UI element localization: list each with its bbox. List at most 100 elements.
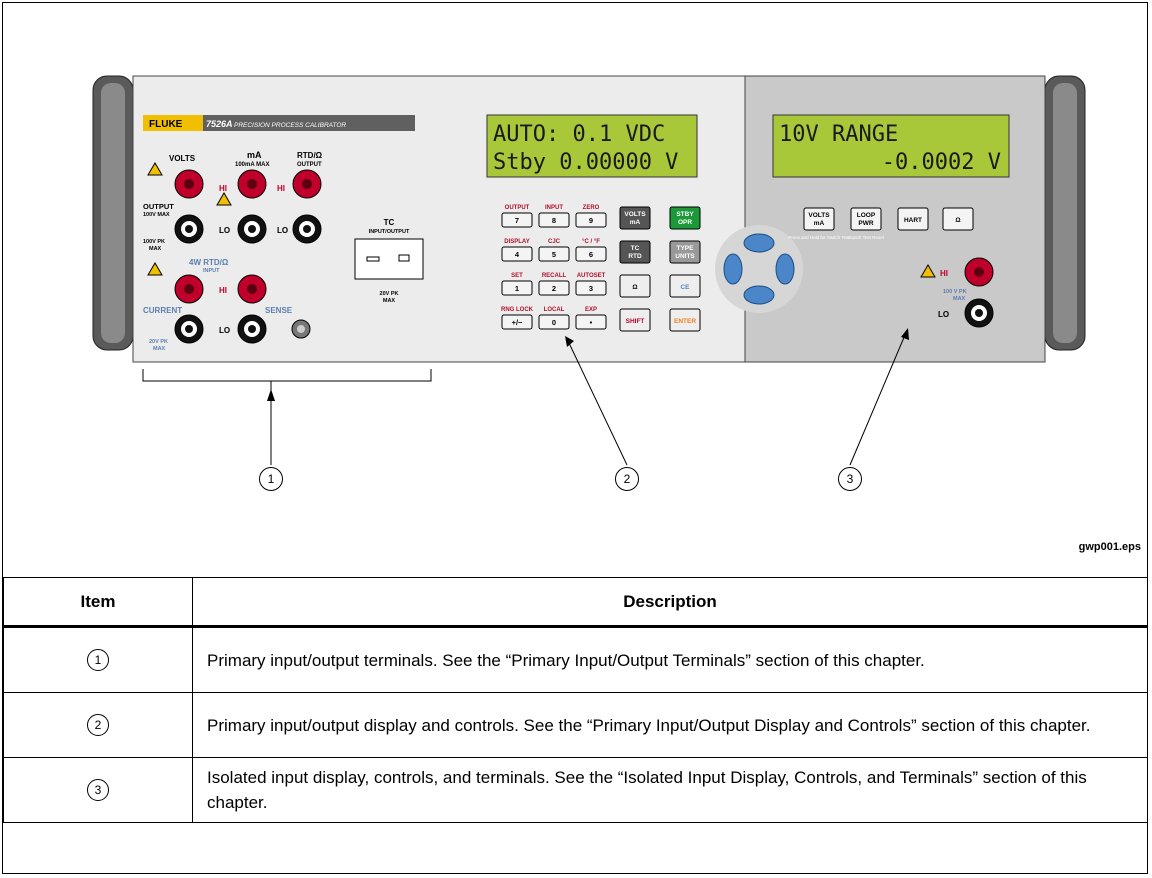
- keypad-key[interactable]: 7: [501, 212, 533, 228]
- function-key-body: [619, 206, 651, 230]
- item-description: Isolated input display, controls, and te…: [192, 757, 1148, 823]
- isolated-key-body: [897, 207, 929, 231]
- isolated-terminal-lo: [964, 298, 994, 328]
- label-hi: HI: [219, 286, 227, 295]
- table-header-row: Item Description: [3, 577, 1148, 628]
- terminal-current-hi: [174, 274, 204, 304]
- function-key[interactable]: Ω: [619, 274, 651, 298]
- label-pk-max: MAX: [149, 246, 162, 252]
- isolated-note-1: Press and Hold for Switch Test: [788, 235, 850, 240]
- table-row: 3 Isolated input display, controls, and …: [3, 757, 1148, 823]
- isolated-key-body: [803, 207, 835, 231]
- keypad-label: INPUT: [545, 205, 563, 211]
- terminal-rtd-hi: [292, 169, 322, 199]
- function-key-body: [619, 240, 651, 264]
- nav-left-icon: [723, 253, 743, 285]
- function-key[interactable]: CE: [669, 274, 701, 298]
- keypad-key[interactable]: 9: [575, 212, 607, 228]
- label-ma: mA: [247, 150, 262, 160]
- nav-up-icon: [743, 233, 775, 253]
- keypad-key[interactable]: 2: [538, 280, 570, 296]
- keypad-key-label: 8: [552, 216, 556, 225]
- tc-title: TC: [384, 218, 395, 227]
- isolated-terminal-hi: [964, 257, 994, 287]
- label-lo: LO: [219, 326, 230, 335]
- label-rtd: RTD/Ω: [297, 151, 323, 160]
- keypad-key-body: [538, 280, 570, 296]
- right-handle-grip: [1053, 83, 1077, 343]
- isolated-lo-label: LO: [938, 310, 949, 319]
- keypad-key[interactable]: 6: [575, 246, 607, 262]
- model-number: 7526A: [206, 119, 233, 129]
- terminal-ma-lo: [237, 214, 267, 244]
- label-hi: HI: [277, 184, 285, 193]
- keypad-key[interactable]: 0: [538, 314, 570, 330]
- keypad-key-label: 6: [589, 250, 593, 259]
- primary-display-line2: Stby 0.00000 V: [493, 150, 678, 175]
- keypad-key[interactable]: 1: [501, 280, 533, 296]
- terminal-sense-lo: [237, 314, 267, 344]
- terminal-ma-hi: [237, 169, 267, 199]
- warning-icon: [216, 192, 232, 206]
- function-key-label: TC: [631, 245, 640, 252]
- brand-name: FLUKE: [149, 119, 183, 130]
- isolated-key[interactable]: HART: [897, 207, 929, 231]
- primary-display: [486, 114, 698, 178]
- isolated-key-label: HART: [904, 217, 922, 224]
- function-key-label: STBY: [676, 211, 694, 218]
- isolated-pk-max: MAX: [953, 296, 966, 302]
- tc-subtitle: INPUT/OUTPUT: [369, 229, 410, 235]
- label-lo: LO: [277, 226, 288, 235]
- keypad-label: AUTOSET: [577, 273, 606, 279]
- isolated-hi-label: HI: [940, 269, 948, 278]
- isolated-pk-label: 100 V PK: [943, 289, 967, 295]
- label-20v-pk-max: MAX: [153, 346, 166, 352]
- keypad-key[interactable]: 8: [538, 212, 570, 228]
- keypad-key-label: 2: [552, 284, 556, 293]
- function-key[interactable]: SHIFT: [619, 308, 651, 332]
- label-4w-rtd-input: INPUT: [203, 268, 220, 274]
- keypad-key[interactable]: +/−: [501, 314, 533, 330]
- callout-3-leader: [849, 334, 906, 466]
- keypad-label: DISPLAY: [504, 239, 529, 245]
- primary-display-line1: AUTO: 0.1 VDC: [493, 122, 665, 147]
- item-number: 2: [87, 714, 109, 736]
- function-key-label: ENTER: [674, 318, 696, 325]
- isolated-key[interactable]: Ω: [942, 207, 974, 231]
- label-rtd-output: OUTPUT: [297, 162, 322, 168]
- function-key-label: SHIFT: [626, 318, 645, 325]
- keypad-key-label: 3: [589, 284, 593, 293]
- keypad-key[interactable]: •: [575, 314, 607, 330]
- keypad-label: LOCAL: [544, 307, 565, 313]
- ground-connector: [291, 319, 311, 339]
- function-key[interactable]: ENTER: [669, 308, 701, 332]
- isolated-display-line1: 10V RANGE: [779, 122, 898, 147]
- label-lo: LO: [219, 226, 230, 235]
- label-volts: VOLTS: [169, 154, 196, 163]
- callout-3: 3: [838, 467, 862, 491]
- warning-icon: [147, 262, 163, 276]
- item-description: Primary input/output terminals. See the …: [192, 626, 1148, 693]
- keypad-key[interactable]: 4: [501, 246, 533, 262]
- isolated-key-label: PWR: [858, 220, 873, 227]
- function-key-label: OPR: [678, 219, 692, 226]
- label-hi: HI: [219, 184, 227, 193]
- terminal-sense-hi: [237, 274, 267, 304]
- keypad-key-label: 7: [515, 216, 519, 225]
- keypad-key-label: +/−: [512, 318, 523, 327]
- keypad-key-body: [501, 280, 533, 296]
- keypad-key[interactable]: 3: [575, 280, 607, 296]
- keypad-key[interactable]: 5: [538, 246, 570, 262]
- function-key-label: mA: [630, 219, 641, 226]
- isolated-key-label: LOOP: [857, 212, 876, 219]
- left-handle-grip: [101, 83, 125, 343]
- function-key-label: UNITS: [675, 253, 695, 260]
